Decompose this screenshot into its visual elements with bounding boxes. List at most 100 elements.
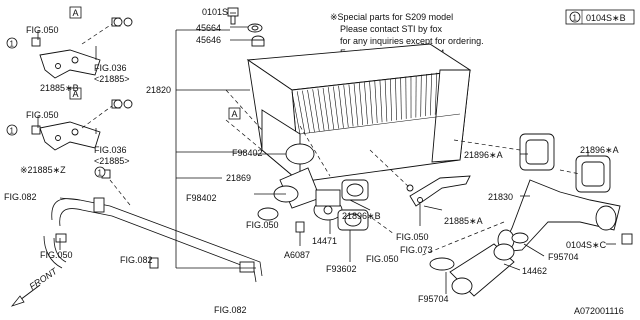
pipe-f93602	[337, 209, 369, 231]
fin-line	[322, 87, 330, 130]
fin-line	[395, 78, 397, 121]
clamp-f95704	[429, 232, 529, 271]
label-21820: 21820	[146, 85, 171, 95]
label-f98402-b: F98402	[186, 193, 217, 203]
diagram-id: A072001116	[574, 306, 624, 316]
fin-line	[389, 78, 393, 121]
label-45646: 45646	[196, 35, 221, 45]
ref-box-a-2: A	[69, 87, 82, 100]
label-fig082-a[interactable]: FIG.082	[4, 192, 37, 202]
fin-line	[364, 82, 368, 125]
label-fig050-a[interactable]: FIG.050	[26, 25, 59, 35]
label-fig036-a[interactable]: FIG.036	[94, 63, 127, 73]
label-21885-b: 21885∗B	[40, 83, 79, 93]
label-fig050-c[interactable]: FIG.050	[40, 250, 73, 260]
label-45664: 45664	[196, 23, 221, 33]
fin-line	[425, 74, 427, 117]
fin-line	[420, 74, 422, 117]
fin-line	[348, 84, 354, 127]
bolt-a6087	[295, 221, 305, 233]
fin-line	[369, 81, 373, 124]
svg-text:1: 1	[10, 127, 15, 136]
fin-line	[296, 91, 306, 134]
fin-line	[400, 77, 402, 120]
bolt-0104s-c	[621, 233, 633, 245]
svg-text:1: 1	[98, 169, 103, 178]
fin-line	[434, 72, 438, 115]
note-line-2: Please contact STI by fox	[340, 24, 443, 34]
fin-line	[302, 90, 310, 133]
fin-line	[353, 83, 359, 126]
note-line-1: ※Special parts for S209 model	[330, 12, 453, 22]
label-14471: 14471	[312, 236, 337, 246]
label-14462: 14462	[522, 266, 547, 276]
fin-line	[379, 80, 383, 123]
svg-text:A: A	[232, 109, 238, 119]
label-21885-a: 21885∗A	[444, 216, 483, 226]
gasket-21896-a-right	[575, 155, 611, 193]
label-fig073[interactable]: FIG.073	[400, 245, 433, 255]
svg-text:A: A	[73, 8, 79, 18]
bracket-21885-z	[31, 99, 133, 179]
fin-line	[312, 89, 320, 132]
label-21896-a-2: 21896∗A	[580, 145, 619, 155]
fin-line	[374, 80, 378, 123]
hose-14462	[449, 243, 515, 297]
circled-ref-1a: 1	[6, 37, 18, 49]
badge-code: 0104S∗B	[586, 13, 626, 23]
fin-line	[358, 83, 364, 126]
dashed-reference-lines	[81, 23, 581, 257]
label-21830: 21830	[488, 192, 513, 202]
label-ref21885-b: <21885>	[94, 156, 130, 166]
label-21896-a-1: 21896∗A	[464, 150, 503, 160]
collar-45646	[251, 35, 265, 47]
label-f93602: F93602	[326, 264, 357, 274]
fin-line	[317, 88, 325, 131]
label-fig050-e[interactable]: FIG.050	[366, 254, 399, 264]
label-f95704-b: F95704	[418, 294, 449, 304]
label-fig050-d[interactable]: FIG.050	[246, 220, 279, 230]
bracket-21885-b	[31, 17, 133, 79]
gasket-21896-a-left	[519, 133, 555, 171]
label-21885-z: ※21885∗Z	[20, 165, 66, 175]
fin-line	[327, 87, 335, 130]
actuator-14471	[313, 189, 343, 221]
part-code-badge: 1 0104S∗B	[565, 9, 635, 25]
label-21896-b: 21896∗B	[342, 211, 381, 221]
intercooler-21820	[246, 43, 472, 184]
label-ref21885-a: <21885>	[94, 74, 130, 84]
label-front: FRONT	[28, 265, 61, 291]
label-fig036-b[interactable]: FIG.036	[94, 145, 127, 155]
fin-line	[384, 79, 388, 122]
label-f95704-a: F95704	[548, 252, 579, 262]
bolt-0101s	[227, 7, 239, 25]
svg-text:A: A	[73, 89, 79, 99]
label-0104s-c: 0104S∗C	[566, 240, 607, 250]
label-f98402-a: F98402	[232, 148, 263, 158]
fin-line	[291, 91, 301, 135]
note-line-3: for any inquiries except for ordering.	[340, 36, 484, 46]
label-fig050-f[interactable]: FIG.050	[396, 232, 429, 242]
fin-line	[430, 73, 432, 116]
gasket-21896-b	[341, 179, 369, 201]
label-21869: 21869	[226, 173, 251, 183]
label-fig082-c[interactable]: FIG.082	[214, 305, 247, 315]
circled-ref-1c: 1	[94, 166, 106, 178]
leader-lines	[37, 12, 616, 294]
label-a6087: A6087	[284, 250, 310, 260]
ref-box-a-1: A	[69, 6, 82, 19]
label-fig050-b[interactable]: FIG.050	[26, 110, 59, 120]
fin-line	[343, 85, 349, 128]
circled-ref-1b: 1	[6, 124, 18, 136]
label-fig082-b[interactable]: FIG.082	[120, 255, 153, 265]
fin-line	[307, 89, 315, 132]
pipe-assembly-fig082	[43, 197, 263, 283]
grommet-45664	[247, 23, 263, 33]
ref-box-a-3: A	[228, 107, 241, 120]
bracket-21885-a	[406, 175, 471, 207]
front-direction-arrow	[10, 284, 41, 307]
svg-text:1: 1	[10, 40, 15, 49]
label-0101s: 0101S	[202, 7, 228, 17]
duct-21869	[257, 143, 321, 221]
